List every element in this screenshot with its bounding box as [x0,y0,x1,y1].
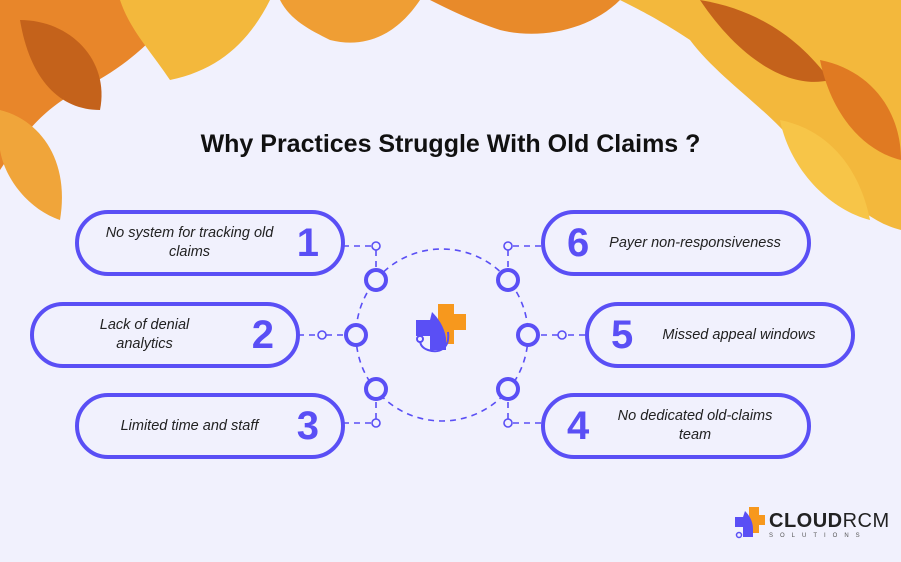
reason-text: Payer non-responsiveness [609,234,781,251]
brand-logo: CLOUDRCM SOLUTIONS [735,507,890,541]
page-title: Why Practices Struggle With Old Claims ? [200,130,701,158]
connector-nodes [317,241,567,428]
reason-number: 2 [251,312,274,357]
reason-number: 5 [611,312,634,357]
reason-card-1: No system for tracking old claims 1 [75,210,345,276]
brand-tagline: SOLUTIONS [769,532,867,539]
reason-text: No system for tracking old claims [105,225,274,260]
reason-card-2: Lack of denial analytics 2 [30,302,300,368]
autumn-leaves [0,0,901,230]
reason-number: 6 [567,220,590,265]
reason-number: 1 [296,220,319,265]
brand-name-bold: CLOUD [769,509,843,532]
reason-card-4: 4 No dedicated old-claims team [541,393,811,459]
reason-number: 3 [296,403,319,448]
reason-text: No dedicated old-claims team [617,408,773,443]
reason-card-3: Limited time and staff 3 [75,393,345,459]
reason-card-5: 5 Missed appeal windows [585,302,855,368]
logo-cross-icon [735,507,765,539]
reason-text: Lack of denial analytics [99,317,190,352]
reason-text: Limited time and staff [120,417,259,434]
brand-name-light: RCM [842,509,890,532]
reason-text: Missed appeal windows [662,326,816,343]
reason-number: 4 [567,403,590,448]
medical-cross-icon [416,304,466,353]
reason-card-6: 6 Payer non-responsiveness [541,210,811,276]
